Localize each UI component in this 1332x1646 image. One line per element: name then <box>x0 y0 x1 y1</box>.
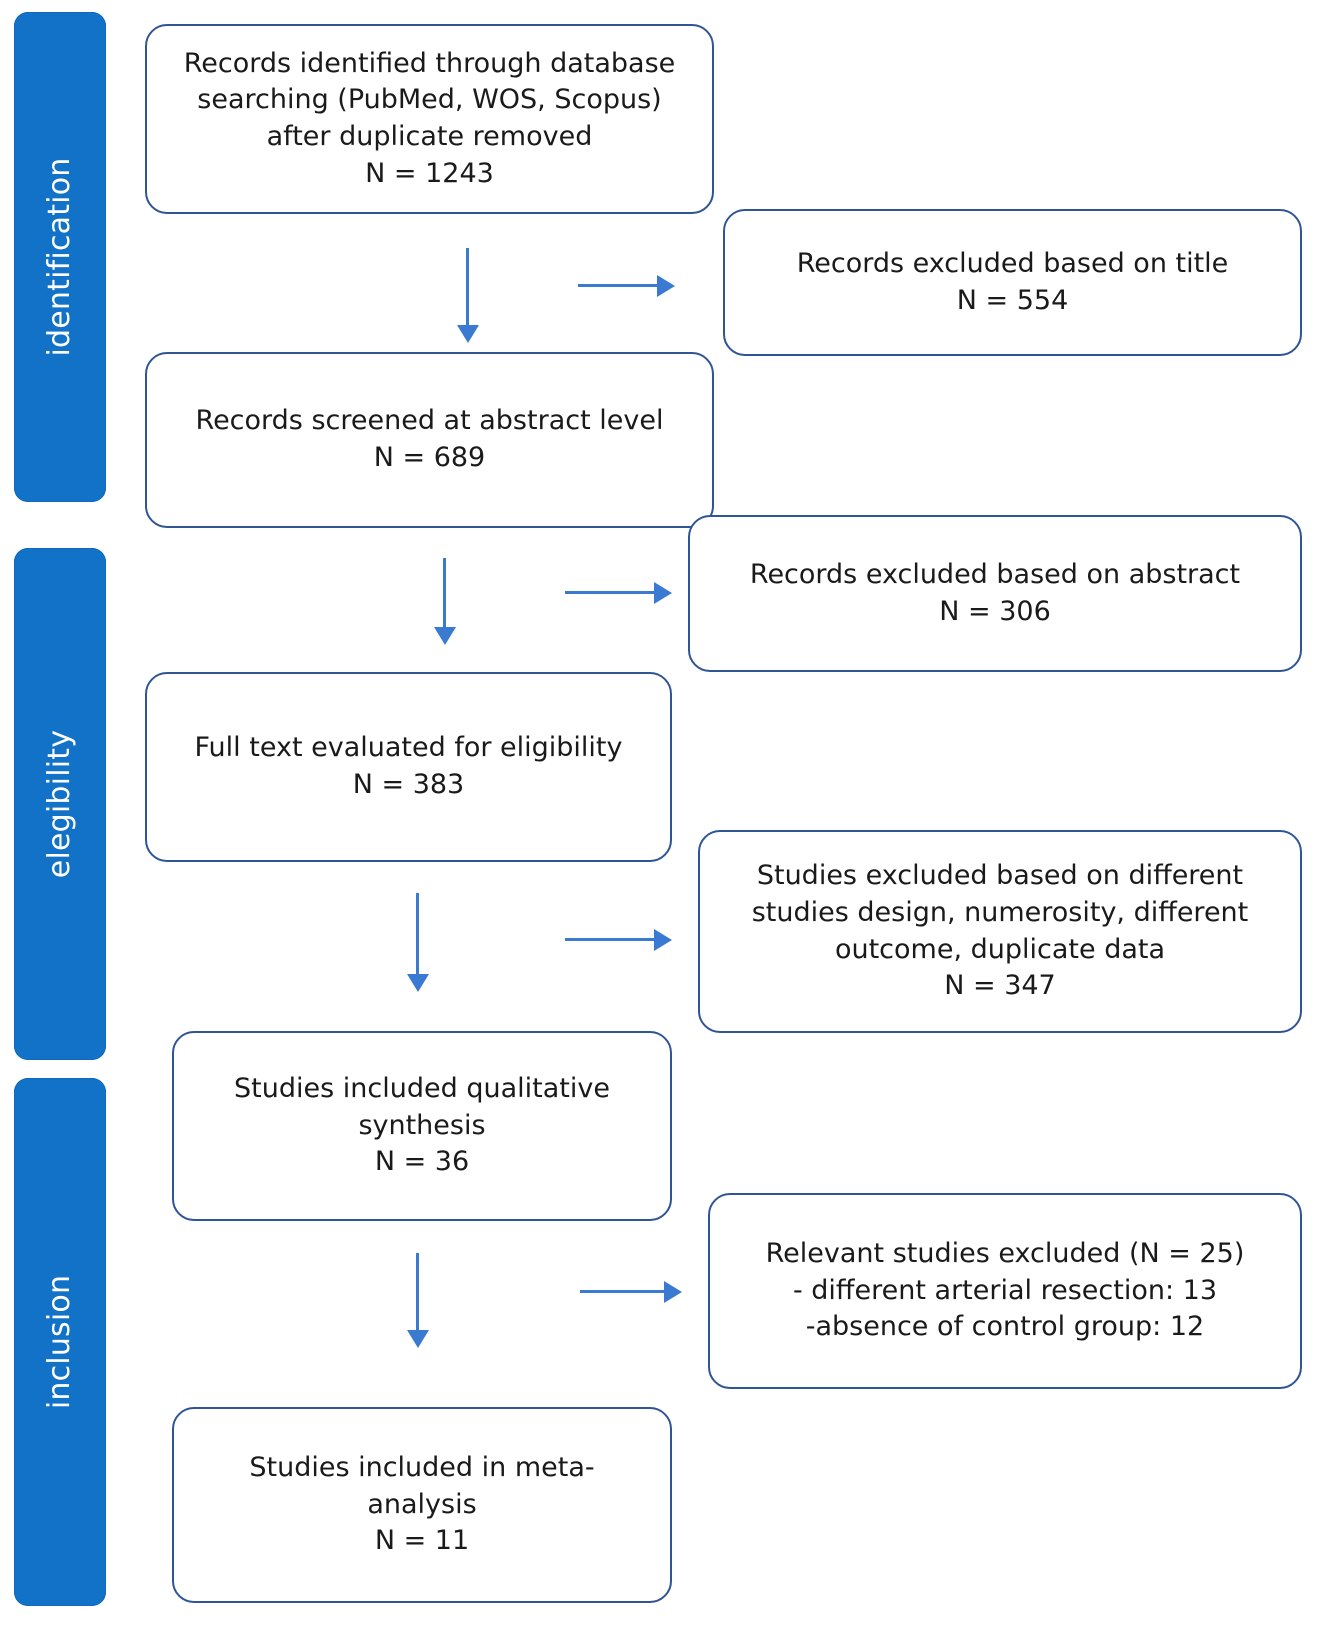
box-qualitative-synthesis-text: Studies included qualitative synthesis N… <box>234 1072 610 1178</box>
box-meta-analysis: Studies included in meta- analysis N = 1… <box>172 1407 672 1603</box>
box-meta-analysis-text: Studies included in meta- analysis N = 1… <box>249 1451 595 1557</box>
box-records-identified-text: Records identified through database sear… <box>183 47 676 189</box>
box-relevant-studies-excluded-text: Relevant studies excluded (N = 25) - dif… <box>765 1237 1245 1343</box>
box-qualitative-synthesis: Studies included qualitative synthesis N… <box>172 1031 672 1221</box>
box-records-excluded-abstract: Records excluded based on abstract N = 3… <box>688 515 1302 672</box>
stage-label-identification: identification <box>42 157 77 357</box>
box-records-excluded-abstract-text: Records excluded based on abstract N = 3… <box>749 558 1241 627</box>
stage-bar-identification: identification <box>14 12 106 502</box>
box-records-screened-abstract-text: Records screened at abstract level N = 6… <box>195 405 664 473</box>
stage-bar-elegibility: elegibility <box>14 548 106 1060</box>
box-studies-excluded-design: Studies excluded based on different stud… <box>698 830 1302 1033</box>
arrow-right-3 <box>565 938 655 941</box>
arrow-right-2 <box>565 591 655 594</box>
box-relevant-studies-excluded: Relevant studies excluded (N = 25) - dif… <box>708 1193 1302 1389</box>
box-full-text-eligibility-text: Full text evaluated for eligibility N = … <box>194 732 623 800</box>
arrow-down-1 <box>466 248 469 326</box>
box-records-excluded-title: Records excluded based on title N = 554 <box>723 209 1302 356</box>
box-full-text-eligibility: Full text evaluated for eligibility N = … <box>145 672 672 862</box>
arrow-right-1 <box>578 284 658 287</box>
box-records-screened-abstract: Records screened at abstract level N = 6… <box>145 352 714 528</box>
arrow-down-2 <box>443 558 446 628</box>
arrow-down-3 <box>416 893 419 975</box>
box-records-excluded-title-text: Records excluded based on title N = 554 <box>796 247 1229 316</box>
stage-label-inclusion: inclusion <box>42 1274 77 1410</box>
arrow-down-4 <box>416 1253 419 1331</box>
stage-label-elegibility: elegibility <box>42 729 77 879</box>
box-records-identified: Records identified through database sear… <box>145 24 714 214</box>
box-studies-excluded-design-text: Studies excluded based on different stud… <box>751 860 1249 1002</box>
stage-bar-inclusion: inclusion <box>14 1078 106 1606</box>
arrow-right-4 <box>580 1290 665 1293</box>
